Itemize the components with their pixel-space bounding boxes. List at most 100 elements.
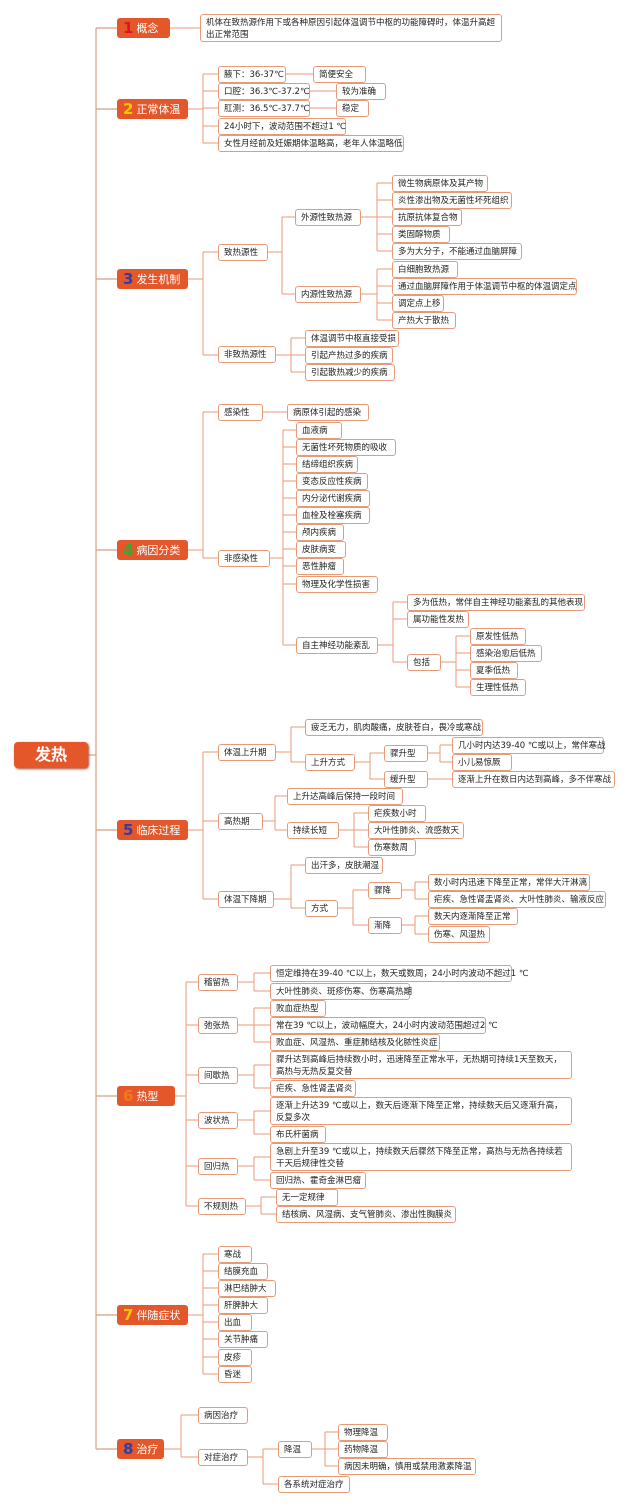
- symptom-item: 昏迷: [218, 1366, 252, 1383]
- sudden-rise-item: 小儿易惊厥: [452, 754, 512, 771]
- non-infectious-item: 血液病: [296, 422, 342, 439]
- fever-type-item: 疟疾、急性肾盂肾炎: [270, 1080, 356, 1097]
- sex-age-difference: 女性月经前及妊娠期体温略高，老年人体温略低: [218, 135, 404, 152]
- cooling-item: 药物降温: [338, 1441, 388, 1458]
- cooling: 降温: [278, 1441, 312, 1458]
- fever-type-item: 回归热、霍奇金淋巴瘤: [270, 1172, 366, 1189]
- fever-type-item: 败血症、风湿热、重症肺结核及化脓性炎症: [270, 1034, 440, 1051]
- non-pyrogenic-item: 体温调节中枢直接受损: [305, 330, 399, 347]
- rectal-temp: 肛测：36.5℃-37.7℃: [218, 100, 310, 117]
- lysis-fall-item: 数天内逐渐降至正常: [428, 908, 518, 925]
- symptomatic-treatment: 对症治疗: [198, 1449, 248, 1466]
- non-infectious-item: 物理及化学性损害: [296, 576, 378, 593]
- endogenous-pyrogen: 内源性致热源: [295, 286, 361, 303]
- section-title: 正常体温: [136, 103, 181, 116]
- non-infectious: 非感染性: [218, 550, 270, 567]
- symptom-item: 肝脾肿大: [218, 1297, 268, 1314]
- non-infectious-item: 结缔组织疾病: [296, 456, 358, 473]
- fever-type-item: 结核病、风湿病、支气管肺炎、渗出性胸膜炎: [276, 1206, 456, 1223]
- low-fever-type: 原发性低热: [470, 628, 526, 645]
- axillary-note: 简便安全: [313, 66, 366, 83]
- non-infectious-item: 恶性肿瘤: [296, 558, 344, 575]
- section-number: 4: [123, 541, 134, 559]
- section-number: 8: [123, 1440, 134, 1458]
- fever-type-undulant: 波状热: [198, 1112, 238, 1129]
- cause-treatment: 病因治疗: [198, 1407, 248, 1424]
- exogenous-pyrogen: 外源性致热源: [295, 209, 361, 226]
- section-number: 2: [123, 100, 134, 118]
- symptom-item: 出血: [218, 1314, 252, 1331]
- section-number: 5: [123, 821, 134, 839]
- cooling-item: 物理降温: [338, 1424, 388, 1441]
- sudden-rise-item: 几小时内达39-40 ℃或以上，常伴寒战: [452, 737, 605, 754]
- lysis-fall-item: 伤寒、风湿热: [428, 926, 490, 943]
- endo-item: 调定点上移: [392, 295, 444, 312]
- fever-type-item: 常在39 ℃以上，波动幅度大，24小时内波动范围超过2 ℃: [270, 1017, 498, 1034]
- non-infectious-item: 皮肤病变: [296, 541, 346, 558]
- fever-type-remittent: 弛张热: [198, 1017, 238, 1034]
- section-title: 发生机制: [136, 273, 181, 286]
- low-fever-type: 夏季低热: [470, 662, 518, 679]
- fever-type-item: 布氏杆菌病: [270, 1126, 326, 1143]
- autonomic-item: 多为低热，常伴自主神经功能紊乱的其他表现: [407, 594, 585, 611]
- section-title: 临床过程: [136, 824, 181, 837]
- section-number: 6: [123, 1087, 134, 1105]
- section-number: 7: [123, 1306, 134, 1324]
- symptom-item: 结膜充血: [218, 1263, 268, 1280]
- fever-type-intermittent: 间歇热: [198, 1067, 238, 1084]
- non-infectious-item: 血栓及栓塞疾病: [296, 507, 370, 524]
- non-pyrogenic-item: 引起产热过多的疾病: [305, 347, 393, 364]
- fever-type-item: 无一定规律: [276, 1189, 338, 1206]
- symptom-item: 皮疹: [218, 1349, 252, 1366]
- exo-item: 类固醇物质: [392, 226, 450, 243]
- fever-type-item: 急剧上升至39 ℃或以上，持续数天后骤然下降至正常，高热与无热各持续若干天后规律…: [270, 1143, 572, 1171]
- symptom-item: 寒战: [218, 1246, 252, 1263]
- non-infectious-item: 变态反应性疾病: [296, 473, 368, 490]
- section-title: 热型: [136, 1090, 159, 1103]
- non-pyrogenic-item: 引起散热减少的疾病: [305, 364, 395, 381]
- fever-type-relapsing: 回归热: [198, 1158, 238, 1175]
- duration-item: 疟疾数小时: [368, 805, 426, 822]
- rising-stage: 体温上升期: [218, 744, 276, 761]
- fever-type-item: 败血症热型: [270, 1000, 326, 1017]
- cooling-item: 病因未明确，慎用或禁用激素降温: [338, 1458, 476, 1475]
- high-fever-duration: 持续长短: [287, 822, 339, 839]
- non-infectious-item: 内分泌代谢疾病: [296, 490, 370, 507]
- falling-stage: 体温下降期: [218, 891, 274, 908]
- sudden-rise: 骤升型: [384, 745, 428, 762]
- crisis-fall-item: 疟疾、急性肾盂肾炎、大叶性肺炎、输液反应: [428, 891, 606, 908]
- pyrogenic: 致热源性: [218, 244, 268, 261]
- rising-symptom: 疲乏无力，肌肉酸痛，皮肤苍白，畏冷或寒战: [305, 719, 483, 736]
- gradual-rise: 缓升型: [384, 771, 428, 788]
- exo-item: 多为大分子，不能通过血脑屏障: [392, 243, 522, 260]
- fever-type-continued: 稽留热: [198, 974, 238, 991]
- section-title: 病因分类: [136, 544, 181, 557]
- concept-definition: 机体在致热源作用下或各种原因引起体温调节中枢的功能障碍时，体温升高超出正常范围: [200, 14, 502, 42]
- fever-type-item: 大叶性肺炎、斑疹伤寒、伤寒高热期: [270, 983, 412, 1000]
- falling-symptom: 出汗多，皮肤潮湿: [305, 857, 383, 874]
- symptom-item: 淋巴结肿大: [218, 1280, 276, 1297]
- endo-item: 白细胞致热源: [392, 261, 458, 278]
- autonomic-item: 属功能性发热: [407, 611, 469, 628]
- non-infectious-item: 颅内疾病: [296, 524, 344, 541]
- infectious-item: 病原体引起的感染: [287, 404, 369, 421]
- axillary-temp: 腋下：36-37℃: [218, 66, 286, 83]
- high-fever-desc: 上升达高峰后保持一段时间: [287, 788, 403, 805]
- autonomic-include: 包括: [407, 654, 441, 671]
- lysis-fall: 渐降: [368, 917, 402, 934]
- symptom-item: 关节肿痛: [218, 1331, 268, 1348]
- root-node[interactable]: 发热: [14, 742, 88, 768]
- high-fever-stage: 高热期: [218, 813, 263, 830]
- section-title: 治疗: [136, 1443, 159, 1456]
- crisis-fall: 骤降: [368, 882, 402, 899]
- non-pyrogenic: 非致热源性: [218, 346, 276, 363]
